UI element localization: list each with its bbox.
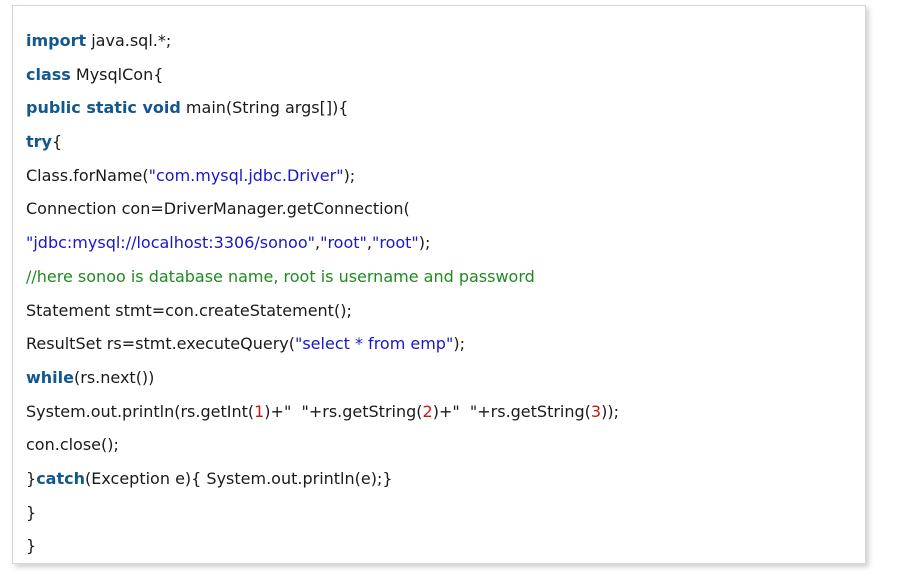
code-number: 2: [422, 401, 433, 421]
code-text: ,: [315, 233, 321, 253]
code-string: "root": [320, 233, 367, 253]
code-keyword: while: [26, 367, 74, 387]
code-text: }: [26, 536, 37, 556]
code-string: "root": [371, 233, 419, 253]
code-text: (rs.next()): [74, 367, 155, 387]
code-block: import java.sql.*;class MysqlCon{public …: [12, 5, 866, 564]
code-text: );: [418, 233, 431, 253]
code-text: );: [343, 165, 356, 185]
code-line: //here sonoo is database name, root is u…: [26, 260, 865, 294]
code-text: );: [453, 334, 465, 354]
code-text: ));: [601, 401, 619, 421]
code-keyword: class: [26, 64, 71, 84]
code-string: "jdbc:mysql://localhost:3306/sonoo": [26, 233, 315, 253]
code-text: }: [26, 468, 37, 488]
code-text: )+" "+rs.getString(: [264, 401, 423, 421]
code-number: 3: [590, 401, 602, 421]
code-keyword: try: [26, 132, 52, 152]
code-string: "select * from emp": [294, 334, 454, 354]
code-line: ResultSet rs=stmt.executeQuery("select *…: [26, 327, 865, 361]
code-text: {: [51, 132, 63, 152]
code-line: import java.sql.*;: [26, 24, 865, 58]
code-comment: //here sonoo is database name, root is u…: [26, 266, 535, 286]
code-keyword: public static void: [26, 98, 181, 118]
code-text: java.sql.*;: [86, 31, 172, 50]
code-line: }: [26, 496, 865, 530]
code-number: 1: [254, 401, 265, 421]
code-text: Statement stmt=con.createStatement();: [26, 300, 352, 320]
code-line: System.out.println(rs.getInt(1)+" "+rs.g…: [26, 395, 865, 429]
code-keyword: import: [26, 31, 87, 50]
code-line: }: [26, 529, 865, 563]
code-keyword: catch: [36, 468, 85, 488]
code-text: ResultSet rs=stmt.executeQuery(: [26, 334, 295, 354]
code-string: "com.mysql.jdbc.Driver": [148, 165, 344, 185]
code-line: public static void main(String args[]){: [26, 91, 865, 125]
code-line: "jdbc:mysql://localhost:3306/sonoo","roo…: [26, 226, 865, 260]
code-text: System.out.println(rs.getInt(: [26, 401, 255, 421]
code-text: }: [26, 502, 37, 522]
code-text: main(String args[]){: [180, 98, 349, 118]
code-line: }catch(Exception e){ System.out.println(…: [26, 462, 865, 496]
code-text: con.close();: [26, 435, 119, 455]
code-text: )+" "+rs.getString(: [432, 401, 591, 421]
code-line: try{: [26, 125, 865, 159]
code-text: (Exception e){ System.out.println(e);}: [85, 468, 393, 488]
code-text: Connection con=DriverManager.getConnecti…: [26, 199, 410, 219]
code-line: Connection con=DriverManager.getConnecti…: [26, 192, 865, 226]
code-line: while(rs.next()): [26, 361, 865, 395]
code-line: class MysqlCon{: [26, 58, 865, 92]
code-line: Class.forName("com.mysql.jdbc.Driver");: [26, 159, 865, 193]
code-text: ,: [366, 233, 372, 253]
code-line: con.close();: [26, 428, 865, 462]
code-text: Class.forName(: [26, 165, 149, 185]
code-text: MysqlCon{: [70, 64, 164, 84]
code-line: Statement stmt=con.createStatement();: [26, 294, 865, 328]
